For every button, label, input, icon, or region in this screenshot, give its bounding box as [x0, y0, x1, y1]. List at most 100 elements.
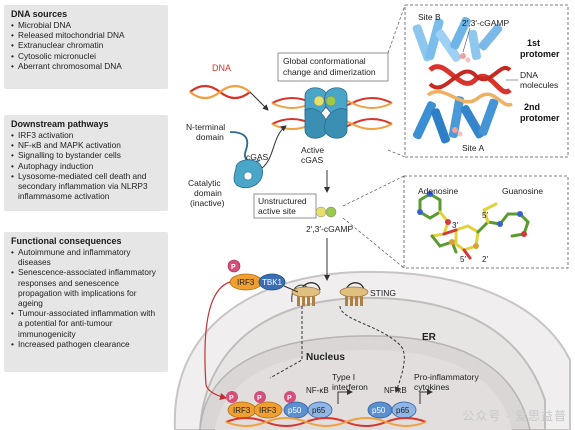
phospho-nuc-3	[284, 391, 296, 403]
list-item: Released mitochondrial DNA	[11, 30, 161, 40]
guanosine-label: Guanosine	[502, 186, 543, 196]
arrow-dna-to-active	[249, 91, 269, 111]
list-item: IRF3 activation	[11, 130, 161, 140]
p65-left-label: p65	[312, 406, 326, 415]
dna-helix-free	[189, 84, 251, 100]
site-b-label: Site B	[418, 12, 441, 22]
list-item: Extranuclear chromatin	[11, 40, 161, 50]
type1-label-2: interferon	[332, 382, 368, 392]
catalytic-label-3: (inactive)	[190, 198, 225, 208]
list-item: Microbial DNA	[11, 20, 161, 30]
sting-left	[291, 282, 321, 306]
functional-consequences-title: Functional consequences	[11, 236, 122, 246]
structure-cgamp-label: 2′,3′-cGAMP	[462, 18, 509, 28]
nucleus-label: Nucleus	[306, 352, 345, 363]
downstream-pathways-list: IRF3 activation NF-κB and MAPK activatio…	[11, 130, 161, 201]
second-protomer-2: protomer	[520, 113, 560, 123]
prime-2-label: 2′	[482, 255, 488, 264]
phospho-nuc-1-label: P	[229, 395, 234, 402]
n-terminal-label-1: N-terminal	[186, 122, 225, 132]
irf3-nuc-2-label: IRF3	[259, 406, 277, 415]
cgamp-stick-model	[417, 191, 530, 260]
structure-cgamp-pointer	[462, 27, 471, 53]
er-label: ER	[422, 332, 437, 343]
inset-connector-top	[387, 4, 406, 54]
first-protomer-2: protomer	[520, 49, 560, 59]
prime-5b-label: 5′	[460, 255, 466, 264]
p50-left-label: p50	[288, 406, 302, 415]
nuclear-dna	[225, 417, 427, 427]
first-protomer-1: 1st	[527, 38, 540, 48]
phospho-nuc-2-label: P	[257, 395, 262, 402]
catalytic-label-2: domain	[194, 188, 222, 198]
conformational-label-2: change and dimerization	[283, 67, 376, 77]
second-protomer-1: 2nd	[524, 102, 540, 112]
sting-right	[339, 282, 369, 306]
proinfl-label-2: cytokines	[414, 382, 449, 392]
active-cgas-dimer	[304, 87, 348, 139]
unstructured-label-2: active site	[258, 206, 296, 216]
prime-3-label: 3′	[452, 221, 458, 230]
dna-molecules-2: molecules	[520, 80, 558, 90]
phospho-irf3-top	[227, 259, 241, 273]
tbk1-label: TBK1	[262, 278, 283, 287]
functional-consequences-list: Autoimmune and inflammatory diseases Sen…	[11, 247, 161, 349]
list-item: Cytosolic micronuclei	[11, 51, 161, 61]
dna-molecules-1: DNA	[520, 70, 538, 80]
watermark: 公众号 · 爱思益普	[462, 409, 567, 423]
list-item: NF-κB and MAPK activation	[11, 140, 161, 150]
list-item: Autoimmune and inflammatory diseases	[11, 247, 161, 267]
dna-sources-panel: DNA sources Microbial DNA Released mitoc…	[4, 5, 168, 89]
cgamp-molecule	[315, 206, 337, 218]
list-item: Lysosome-mediated cell death and seconda…	[11, 171, 161, 202]
inset-connector-bottom	[387, 149, 406, 158]
unstructured-label-1: Unstructured	[258, 196, 307, 206]
type1-label-1: Type I	[332, 372, 355, 382]
list-item: Tumour-associated inflammation with a po…	[11, 308, 161, 339]
cgamp-inset-connector-bottom	[342, 217, 405, 269]
sting-label: STING	[370, 288, 396, 298]
conformational-label-1: Global conformational	[283, 56, 366, 66]
nfkb-label-right: NF-κB	[384, 386, 407, 395]
tbk1-to-sting-link	[283, 285, 299, 293]
catalytic-label-1: Catalytic	[188, 178, 221, 188]
sting-to-nfkb-dashed	[339, 305, 405, 393]
phospho-nuc-2	[254, 391, 266, 403]
list-item: Increased pathogen clearance	[11, 339, 161, 349]
active-cgas-label-2: cGAS	[301, 155, 324, 165]
phospho-label: P	[231, 264, 236, 271]
proinfl-arrow	[419, 389, 433, 404]
list-item: Senescence-associated inflammatory respo…	[11, 267, 161, 308]
list-item: Signalling to bystander cells	[11, 150, 161, 160]
sting-to-irf3-dashed	[269, 306, 303, 379]
p50-right-label: p50	[372, 406, 386, 415]
dna-label: DNA	[212, 63, 231, 73]
site-a-label: Site A	[462, 143, 485, 153]
cgas-label: cGAS	[246, 152, 269, 162]
n-terminal-label-2: domain	[196, 132, 224, 142]
active-cgas-label-1: Active	[301, 145, 324, 155]
irf3-label: IRF3	[237, 278, 255, 287]
irf3-translocation-arrow	[204, 281, 231, 401]
proinfl-label-1: Pro-inflammatory	[414, 372, 479, 382]
dna-sources-title: DNA sources	[11, 9, 68, 19]
downstream-pathways-panel: Downstream pathways IRF3 activation NF-κ…	[4, 115, 168, 211]
cgamp-inset-connector-top	[342, 175, 405, 207]
list-item: Autophagy induction	[11, 161, 161, 171]
phospho-nuc-3-label: P	[287, 395, 292, 402]
p65-right-label: p65	[396, 406, 410, 415]
type1-ifn-arrow	[337, 389, 353, 404]
protein-structure-render	[412, 16, 513, 144]
nfkb-label-left: NF-κB	[306, 386, 329, 395]
adenosine-label: Adenosine	[418, 186, 458, 196]
list-item: Aberrant chromosomal DNA	[11, 61, 161, 71]
inactive-cgas	[233, 159, 264, 189]
arrow-inactive-to-active	[261, 125, 287, 169]
prime-5a-label: 5′	[482, 211, 488, 220]
dna-sources-list: Microbial DNA Released mitochondrial DNA…	[11, 20, 161, 71]
functional-consequences-panel: Functional consequences Autoimmune and i…	[4, 232, 168, 372]
irf3-nuc-2	[253, 401, 283, 419]
tbk1-protein	[258, 273, 286, 291]
irf3-nuc-1-label: IRF3	[233, 406, 251, 415]
